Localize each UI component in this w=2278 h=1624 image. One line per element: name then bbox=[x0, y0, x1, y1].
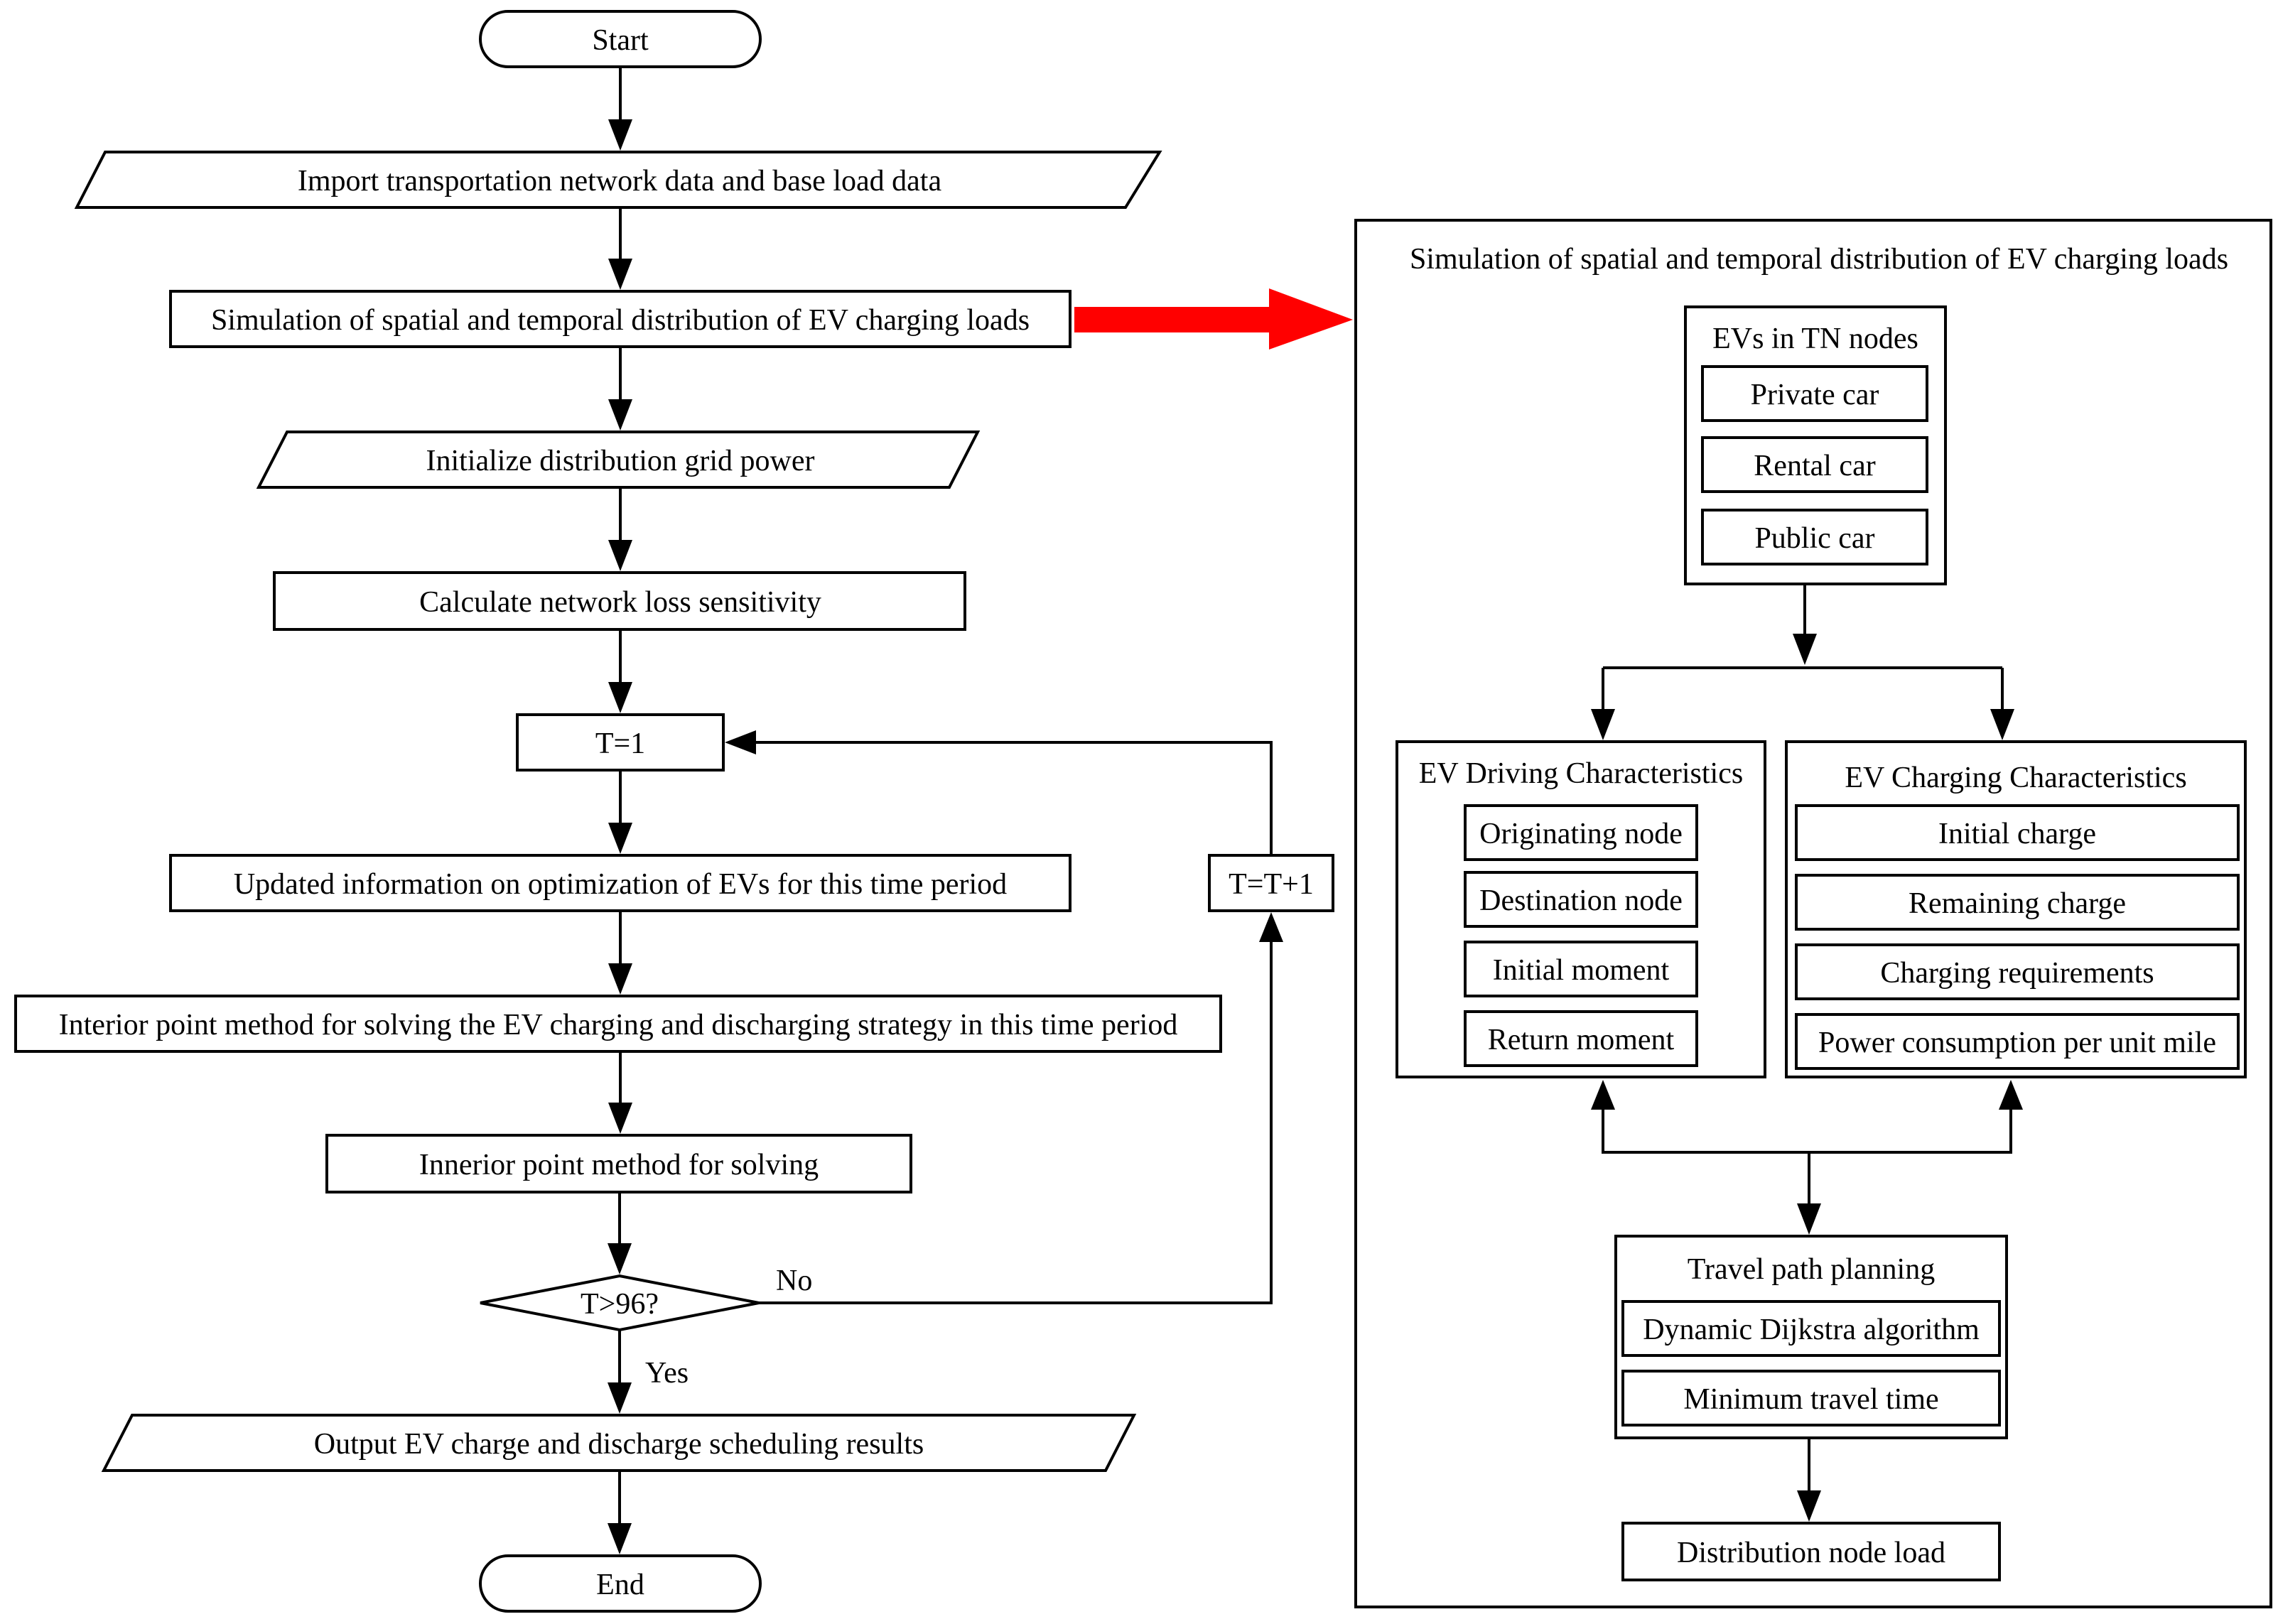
private-car-label: Private car bbox=[1751, 379, 1879, 411]
update-info-label: Updated information on optimization of E… bbox=[234, 868, 1007, 901]
increment-label: T=T+1 bbox=[1229, 868, 1314, 901]
end-node: End bbox=[479, 1554, 762, 1613]
detail-title: Simulation of spatial and temporal distr… bbox=[1410, 243, 2228, 276]
result-node: Distribution node load bbox=[1621, 1522, 2001, 1581]
innerior-point-node: Innerior point method for solving bbox=[325, 1134, 912, 1193]
merge-connector bbox=[1591, 1080, 2023, 1235]
interior-point-node: Interior point method for solving the EV… bbox=[14, 995, 1222, 1053]
evs-group-title: EVs in TN nodes bbox=[1712, 323, 1918, 355]
travel-group: Travel path planning Dynamic Dijkstra al… bbox=[1614, 1235, 2008, 1439]
decision-label: T>96? bbox=[581, 1288, 659, 1321]
interior-point-label: Interior point method for solving the EV… bbox=[59, 1009, 1178, 1041]
update-info-node: Updated information on optimization of E… bbox=[169, 854, 1071, 912]
decision-node: T>96? bbox=[480, 1274, 760, 1332]
calc-sensitivity-node: Calculate network loss sensitivity bbox=[273, 571, 966, 631]
driving-title: EV Driving Characteristics bbox=[1419, 757, 1743, 790]
rental-car-label: Rental car bbox=[1754, 450, 1875, 482]
result-label: Distribution node load bbox=[1677, 1537, 1945, 1569]
originating-node-label: Originating node bbox=[1479, 818, 1683, 850]
destination-node-label: Destination node bbox=[1479, 884, 1683, 917]
charging-requirements-label: Charging requirements bbox=[1880, 957, 2154, 990]
return-moment-label: Return moment bbox=[1488, 1024, 1675, 1056]
init-power-node: Initialize distribution grid power bbox=[256, 431, 981, 489]
start-label: Start bbox=[592, 24, 649, 57]
calc-sensitivity-label: Calculate network loss sensitivity bbox=[419, 586, 821, 619]
initial-charge-label: Initial charge bbox=[1938, 818, 2096, 850]
simulation-node: Simulation of spatial and temporal distr… bbox=[169, 290, 1071, 348]
output-node: Output EV charge and discharge schedulin… bbox=[101, 1414, 1137, 1472]
end-label: End bbox=[596, 1569, 644, 1601]
initial-moment-label: Initial moment bbox=[1493, 954, 1670, 987]
left-flow-connectors bbox=[608, 67, 632, 1554]
innerior-point-label: Innerior point method for solving bbox=[419, 1149, 819, 1181]
no-label: No bbox=[776, 1265, 812, 1297]
start-node: Start bbox=[479, 10, 762, 68]
power-consumption-label: Power consumption per unit mile bbox=[1818, 1027, 2216, 1059]
public-car-label: Public car bbox=[1754, 522, 1874, 555]
min-travel-time-label: Minimum travel time bbox=[1683, 1383, 1938, 1416]
import-data-label: Import transportation network data and b… bbox=[298, 165, 942, 197]
travel-title: Travel path planning bbox=[1688, 1253, 1935, 1286]
evs-group: EVs in TN nodes Private car Rental car P… bbox=[1684, 305, 1947, 585]
loop-connector bbox=[725, 730, 1283, 1304]
import-data-node: Import transportation network data and b… bbox=[74, 151, 1162, 209]
increment-node: T=T+1 bbox=[1208, 854, 1334, 912]
remaining-charge-label: Remaining charge bbox=[1909, 887, 2126, 920]
simulation-label: Simulation of spatial and temporal distr… bbox=[211, 304, 1030, 337]
init-power-label: Initialize distribution grid power bbox=[426, 445, 814, 477]
t-init-node: T=1 bbox=[516, 713, 725, 772]
dijkstra-label: Dynamic Dijkstra algorithm bbox=[1643, 1314, 1980, 1346]
highlight-arrow bbox=[1074, 288, 1353, 350]
split-connector bbox=[1591, 584, 2014, 740]
charging-title: EV Charging Characteristics bbox=[1845, 762, 2186, 794]
output-label: Output EV charge and discharge schedulin… bbox=[314, 1428, 924, 1461]
yes-label: Yes bbox=[645, 1357, 689, 1390]
driving-group: EV Driving Characteristics Originating n… bbox=[1396, 740, 1766, 1078]
result-connector bbox=[1797, 1438, 1821, 1522]
charging-group: EV Charging Characteristics Initial char… bbox=[1785, 740, 2247, 1078]
t-init-label: T=1 bbox=[595, 727, 645, 760]
